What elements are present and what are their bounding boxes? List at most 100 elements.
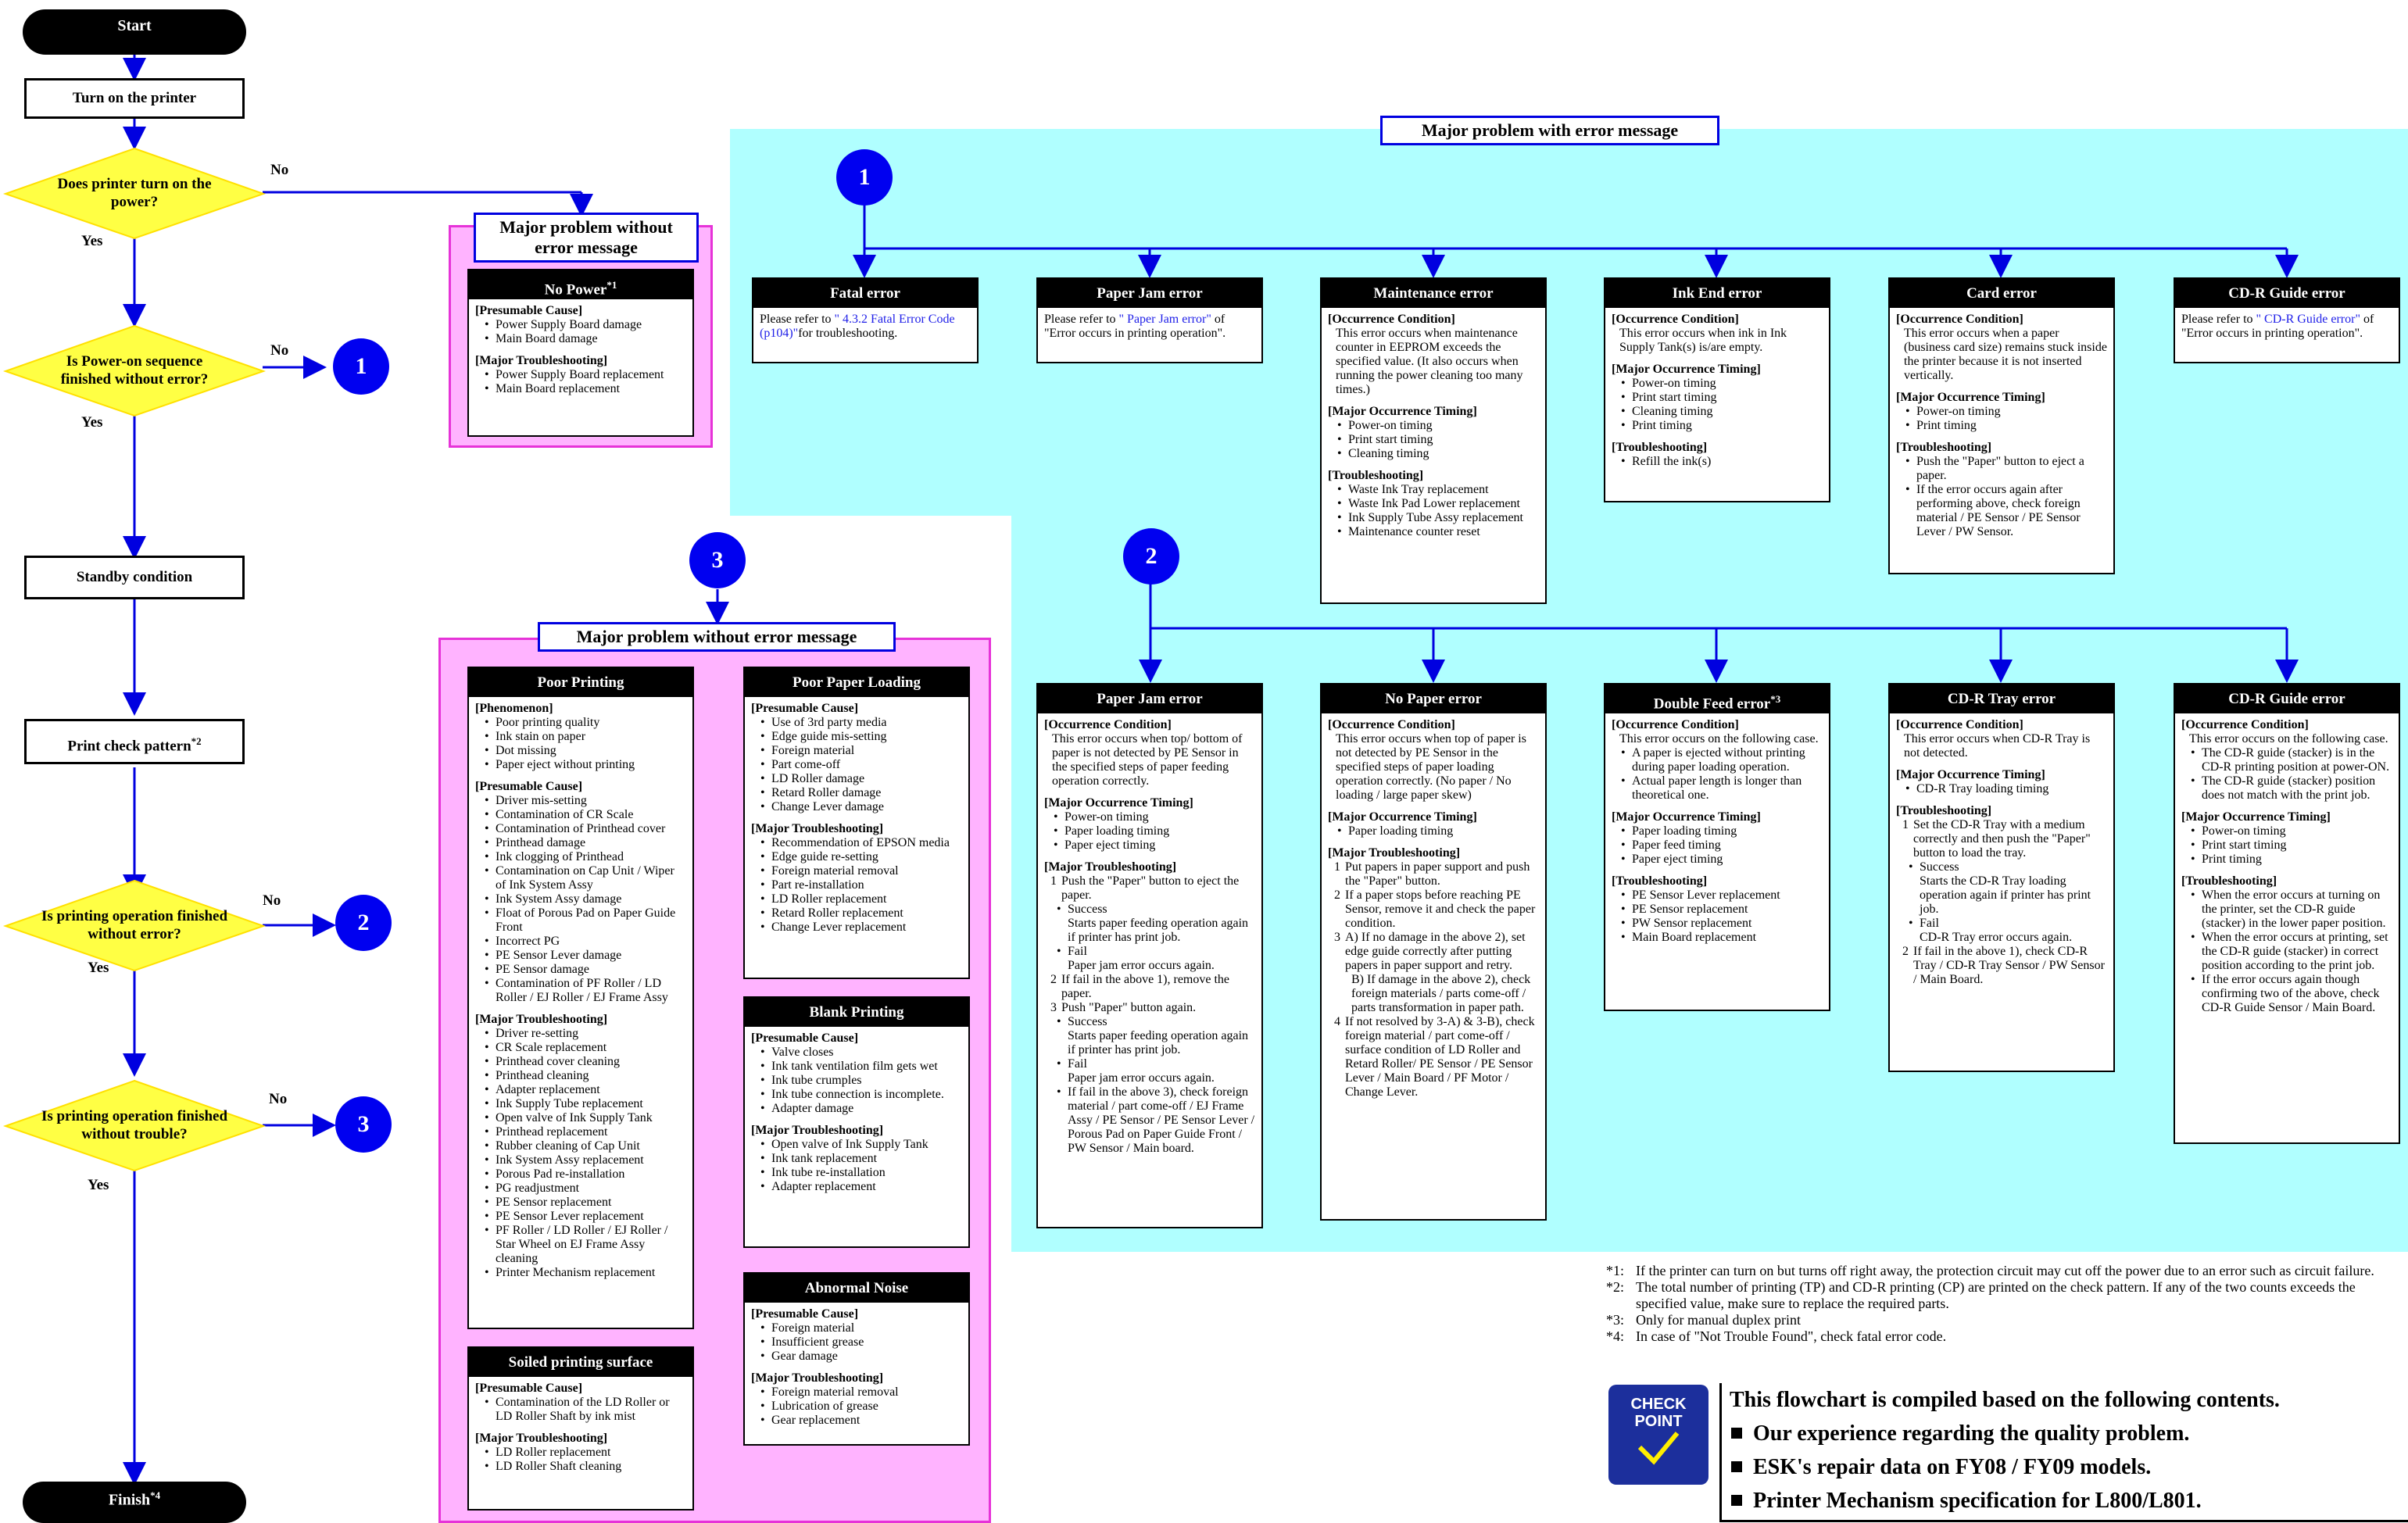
fix-item: Open valve of Ink Supply Tank xyxy=(760,1138,962,1152)
marker-3-exit: 3 xyxy=(335,1096,392,1153)
blank-fix-heading: [Major Troubleshooting] xyxy=(751,1124,884,1137)
cause-item: Insufficient grease xyxy=(760,1335,962,1350)
finish-terminal: Finish*4 xyxy=(23,1482,246,1523)
timing-item: Cleaning timing xyxy=(1621,405,1823,419)
fix-item: Driver re-setting xyxy=(485,1027,686,1041)
cdr-guide-ref-card: CD-R Guide error Please refer to " CD-R … xyxy=(2174,277,2400,363)
timing-item: Paper loading timing xyxy=(1621,824,1823,838)
soiled-cause-heading: [Presumable Cause] xyxy=(475,1382,583,1395)
no-label-2: No xyxy=(270,342,289,359)
fix-item: When the error occurs at turning on the … xyxy=(2191,888,2392,931)
cause-item: Contamination of CR Scale xyxy=(485,808,686,822)
paper-jam-ref-header: Paper Jam error xyxy=(1038,279,1261,308)
card-error-header: Card error xyxy=(1890,279,2113,308)
cause-item: Ink System Assy damage xyxy=(485,892,686,906)
maintenance-cond-heading: [Occurrence Condition] xyxy=(1328,313,1455,326)
no-paper-error-card: No Paper error [Occurrence Condition] Th… xyxy=(1320,683,1547,1221)
print-check-step: Print check pattern*2 xyxy=(24,719,245,764)
double-feed-timing-heading: [Major Occurrence Timing] xyxy=(1612,810,1761,824)
paper-jam-last-step: If fail in the above 3), check foreign m… xyxy=(1044,1085,1255,1156)
no-paper-cond-text: This error occurs when top of paper is n… xyxy=(1336,732,1526,802)
phenomenon-item: Paper eject without printing xyxy=(485,758,686,772)
soiled-fix-item: LD Roller replacement xyxy=(485,1446,686,1460)
fix-item: Change Lever replacement xyxy=(760,921,962,935)
marker-1-entry: 1 xyxy=(836,149,893,206)
cause-item: Ink tank ventilation film gets wet xyxy=(760,1060,962,1074)
q-printing-label: Is printing operation finished without e… xyxy=(41,908,228,942)
timing-item: Paper eject timing xyxy=(1621,853,1823,867)
soiled-surface-header: Soiled printing surface xyxy=(469,1348,692,1377)
cause-item: Contamination of PF Roller / LD Roller /… xyxy=(485,977,686,1005)
phenomenon-item: Dot missing xyxy=(485,744,686,758)
footnote-key: *4: xyxy=(1606,1328,1625,1344)
yes-label-2: Yes xyxy=(81,414,103,431)
cdr-guide-link[interactable]: " CD-R Guide error" xyxy=(2256,313,2360,326)
footnote-key: *1: xyxy=(1606,1263,1625,1278)
timing-item: Print timing xyxy=(1905,419,2107,433)
fix-item: Adapter replacement xyxy=(485,1083,686,1097)
cause-item: Ink tube crumples xyxy=(760,1074,962,1088)
marker-2-exit: 2 xyxy=(335,895,392,951)
fix-item: If the error occurs again though confirm… xyxy=(2191,973,2392,1015)
marker-1-exit: 1 xyxy=(333,338,389,395)
no-paper-step-1: Put papers in paper support and push the… xyxy=(1345,860,1530,888)
paper-jam-fail-2: Fail xyxy=(1044,1057,1255,1071)
fix-item: Recommendation of EPSON media xyxy=(760,836,962,850)
summary-item: ESK's repair data on FY08 / FY09 models. xyxy=(1722,1450,2408,1484)
fix-item: Gear replacement xyxy=(760,1414,962,1428)
timing-item: Power-on timing xyxy=(1905,405,2107,419)
paper-jam-success-text: Starts paper feeding operation again if … xyxy=(1068,917,1249,944)
cause-item: Change Lever damage xyxy=(760,800,962,814)
maintenance-cond-text: This error occurs when maintenance count… xyxy=(1336,327,1523,396)
maintenance-error-card: Maintenance error [Occurrence Condition]… xyxy=(1320,277,1547,604)
paper-jam-fail-text: Paper jam error occurs again. xyxy=(1068,959,1215,972)
double-feed-error-header: Double Feed error*3 xyxy=(1605,685,1829,713)
summary-item: Our experience regarding the quality pro… xyxy=(1722,1417,2408,1450)
double-feed-cond-text: This error occurs on the following case. xyxy=(1619,732,1819,745)
fix-item: Ink tank replacement xyxy=(760,1152,962,1166)
fix-item: Foreign material removal xyxy=(760,1385,962,1400)
no-power-cause-heading: [Presumable Cause] xyxy=(475,304,583,317)
fix-item: Waste Ink Tray replacement xyxy=(1337,483,1539,497)
paper-jam-ref-text-tail: of "Error occurs in printing operation". xyxy=(1044,313,1226,340)
footnote-text: The total number of printing (TP) and CD… xyxy=(1636,1279,2356,1311)
finish-footnote-mark: *4 xyxy=(150,1489,161,1501)
cause-item: Printhead damage xyxy=(485,836,686,850)
cdr-tray-error-header: CD-R Tray error xyxy=(1890,685,2113,713)
paper-jam-ref-text: Please refer to xyxy=(1044,313,1119,326)
footnote-text: Only for manual duplex print xyxy=(1636,1312,1801,1328)
case-item: A paper is ejected without printing duri… xyxy=(1621,746,1823,774)
cause-item: Gear damage xyxy=(760,1350,962,1364)
fatal-error-link[interactable]: " 4.3.2 Fatal Error Code (p104)" xyxy=(760,313,955,340)
poor-printing-fix-heading: [Major Troubleshooting] xyxy=(475,1013,608,1026)
double-feed-cond-heading: [Occurrence Condition] xyxy=(1612,718,1739,731)
card-timing-heading: [Major Occurrence Timing] xyxy=(1896,391,2045,404)
marker-3-entry: 3 xyxy=(689,532,746,588)
yes-label-1: Yes xyxy=(81,233,103,249)
decision-printing-diamond xyxy=(2,879,267,972)
fix-item: Foreign material removal xyxy=(760,864,962,878)
timing-item: Print start timing xyxy=(1621,391,1823,405)
fix-item: Rubber cleaning of Cap Unit xyxy=(485,1139,686,1153)
cdr-guide-error-header: CD-R Guide error xyxy=(2175,685,2399,713)
cdr-guide-cond-heading: [Occurrence Condition] xyxy=(2181,718,2309,731)
timing-item: Power-on timing xyxy=(1337,419,1539,433)
decision-sequence-diamond xyxy=(2,324,267,417)
cause-item: PE Sensor damage xyxy=(485,963,686,977)
soiled-cause-item: Contamination of the LD Roller or LD Rol… xyxy=(485,1396,686,1424)
cdr-guide-error-card: CD-R Guide error [Occurrence Condition] … xyxy=(2174,683,2400,1144)
no-power-fix-item: Main Board replacement xyxy=(485,382,686,396)
fix-item: When the error occurs at printing, set t… xyxy=(2191,931,2392,973)
blank-printing-card: Blank Printing [Presumable Cause] Valve … xyxy=(743,996,970,1248)
print-check-footnote-mark: *2 xyxy=(191,735,202,747)
fix-item: CR Scale replacement xyxy=(485,1041,686,1055)
paper-jam-link[interactable]: " Paper Jam error" xyxy=(1118,313,1211,326)
marker-2-entry: 2 xyxy=(1123,528,1179,585)
fix-item: Printhead cleaning xyxy=(485,1069,686,1083)
fix-item: PW Sensor replacement xyxy=(1621,917,1823,931)
cdr-guide-fix-heading: [Troubleshooting] xyxy=(2181,874,2277,888)
timing-item: Paper eject timing xyxy=(1054,838,1255,853)
summary-item: Printer Mechanism specification for L800… xyxy=(1722,1484,2408,1518)
no-power-fix-heading: [Major Troubleshooting] xyxy=(475,354,608,367)
